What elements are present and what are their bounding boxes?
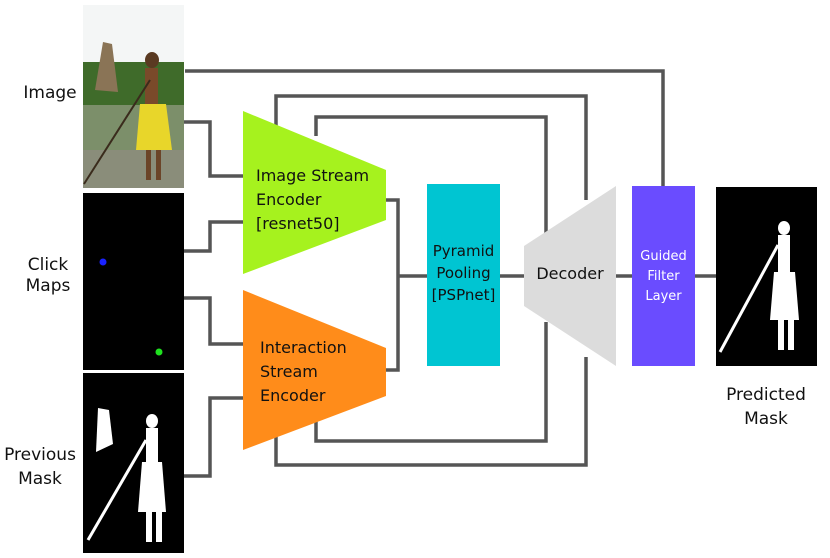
- positive-click-dot: [155, 348, 163, 356]
- interaction-encoder-line1: Interaction: [260, 338, 347, 357]
- image-to-guided-line: [185, 69, 665, 186]
- image-encoder-line3: [resnet50]: [256, 214, 340, 233]
- previous-mask-label-line2: Mask: [18, 469, 62, 489]
- encoders-merge-line: [386, 198, 400, 372]
- guided-line1: Guided: [640, 249, 686, 264]
- interaction-encoder-line3: Encoder: [260, 386, 326, 405]
- input-click-maps: [83, 193, 184, 370]
- input-previous-mask: [83, 373, 184, 553]
- skip-line-inner-top: [314, 115, 548, 236]
- guided-line2: Filter: [647, 269, 680, 284]
- mask-to-interaction-encoder-line: [183, 396, 243, 478]
- input-image: [83, 5, 184, 188]
- predicted-mask-label-line1: Predicted: [726, 385, 806, 405]
- image-label: Image: [23, 83, 76, 103]
- predicted-mask-label-line2: Mask: [744, 409, 788, 429]
- click-to-interaction-encoder-line: [183, 296, 243, 346]
- decoder-block: [524, 186, 616, 366]
- click-to-image-encoder-line: [183, 220, 243, 253]
- image-to-encoder-line: [183, 120, 243, 178]
- click-maps-label-line1: Click: [28, 255, 69, 275]
- interaction-stream-encoder-block: [243, 290, 386, 450]
- pyramid-line3: [PSPnet]: [432, 286, 496, 304]
- image-encoder-line2: Encoder: [256, 190, 322, 209]
- pyramid-pooling-block: [427, 184, 500, 366]
- previous-mask-label-line1: Previous: [4, 445, 76, 465]
- image-encoder-line1: Image Stream: [256, 166, 369, 185]
- pyramid-line1: Pyramid: [433, 242, 495, 260]
- guided-line3: Layer: [645, 289, 682, 304]
- connection-lines: [183, 69, 716, 478]
- decoder-label: Decoder: [536, 264, 604, 283]
- skip-line-outer-top: [274, 94, 588, 200]
- interaction-encoder-line2: Stream: [260, 362, 318, 381]
- negative-click-dot: [99, 258, 107, 266]
- image-stream-encoder-block: [243, 111, 386, 274]
- click-maps-label-line2: Maps: [26, 276, 71, 296]
- pyramid-line2: Pooling: [436, 264, 490, 282]
- skip-line-outer-bottom: [274, 357, 588, 467]
- skip-line-inner-bottom: [314, 322, 548, 443]
- guided-filter-block: [632, 186, 695, 366]
- output-predicted-mask: [716, 187, 817, 366]
